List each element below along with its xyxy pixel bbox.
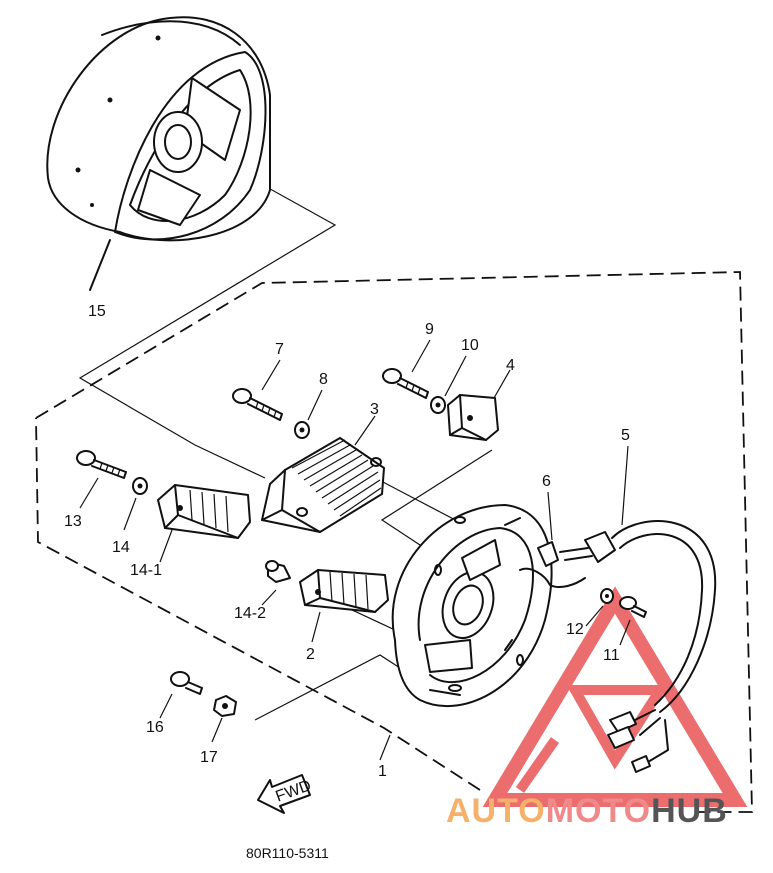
- callout-16: 16: [146, 719, 164, 736]
- spacer-14-2: [261, 560, 291, 606]
- callout-3: 3: [370, 401, 379, 418]
- callout-5: 5: [621, 427, 630, 444]
- callout-9: 9: [425, 321, 434, 338]
- charge-coil-14-1: [157, 484, 251, 563]
- bolt-13: [76, 450, 127, 509]
- wire-harness-5: [559, 445, 717, 773]
- washer-12: [585, 588, 614, 627]
- source-coil-2: [299, 569, 389, 643]
- washer-8: [294, 389, 323, 439]
- callout-14-1: 14-1: [130, 562, 162, 579]
- callout-13: 13: [64, 513, 82, 530]
- callout-8: 8: [319, 371, 328, 388]
- watermark-part1: AUTO: [446, 792, 546, 830]
- callout-17: 17: [200, 749, 218, 766]
- pickup-coil-4: [447, 369, 511, 441]
- callout-1: 1: [378, 763, 387, 780]
- callout-10: 10: [461, 337, 479, 354]
- screw-11: [619, 596, 647, 646]
- stator-plate-1: [379, 504, 553, 761]
- watermark-part2: MOTO: [546, 792, 651, 830]
- watermark-text: AUTOMOTOHUB: [446, 792, 728, 830]
- callout-12: 12: [566, 621, 584, 638]
- callout-15: 15: [88, 303, 106, 320]
- clamp-6: [519, 491, 586, 588]
- bolt-7: [232, 359, 283, 421]
- drawing-code: 80R110-5311: [246, 845, 329, 861]
- washer-14: [123, 477, 148, 531]
- nut-17: [211, 695, 237, 743]
- assembly-boundary: [35, 271, 753, 813]
- callout-labels: 15 7 8 9 10 4 3 5 6 13 14 14-1 14-2 2 12…: [64, 303, 630, 780]
- watermark-part3: HUB: [651, 792, 728, 830]
- callout-2: 2: [306, 646, 315, 663]
- forward-direction-arrow-icon: FWD: [257, 774, 314, 814]
- callout-4: 4: [506, 357, 515, 374]
- callout-6: 6: [542, 473, 551, 490]
- flywheel-rotor: [46, 16, 271, 291]
- lighting-coil-3: [261, 415, 385, 533]
- callout-14: 14: [112, 539, 130, 556]
- bolt-9: [382, 339, 431, 399]
- callout-11: 11: [603, 647, 620, 664]
- watermark-logo-icon: [482, 586, 748, 807]
- callout-7: 7: [275, 341, 284, 358]
- callout-14-2: 14-2: [234, 605, 266, 622]
- bolt-16: [159, 671, 203, 719]
- washer-10: [430, 355, 467, 414]
